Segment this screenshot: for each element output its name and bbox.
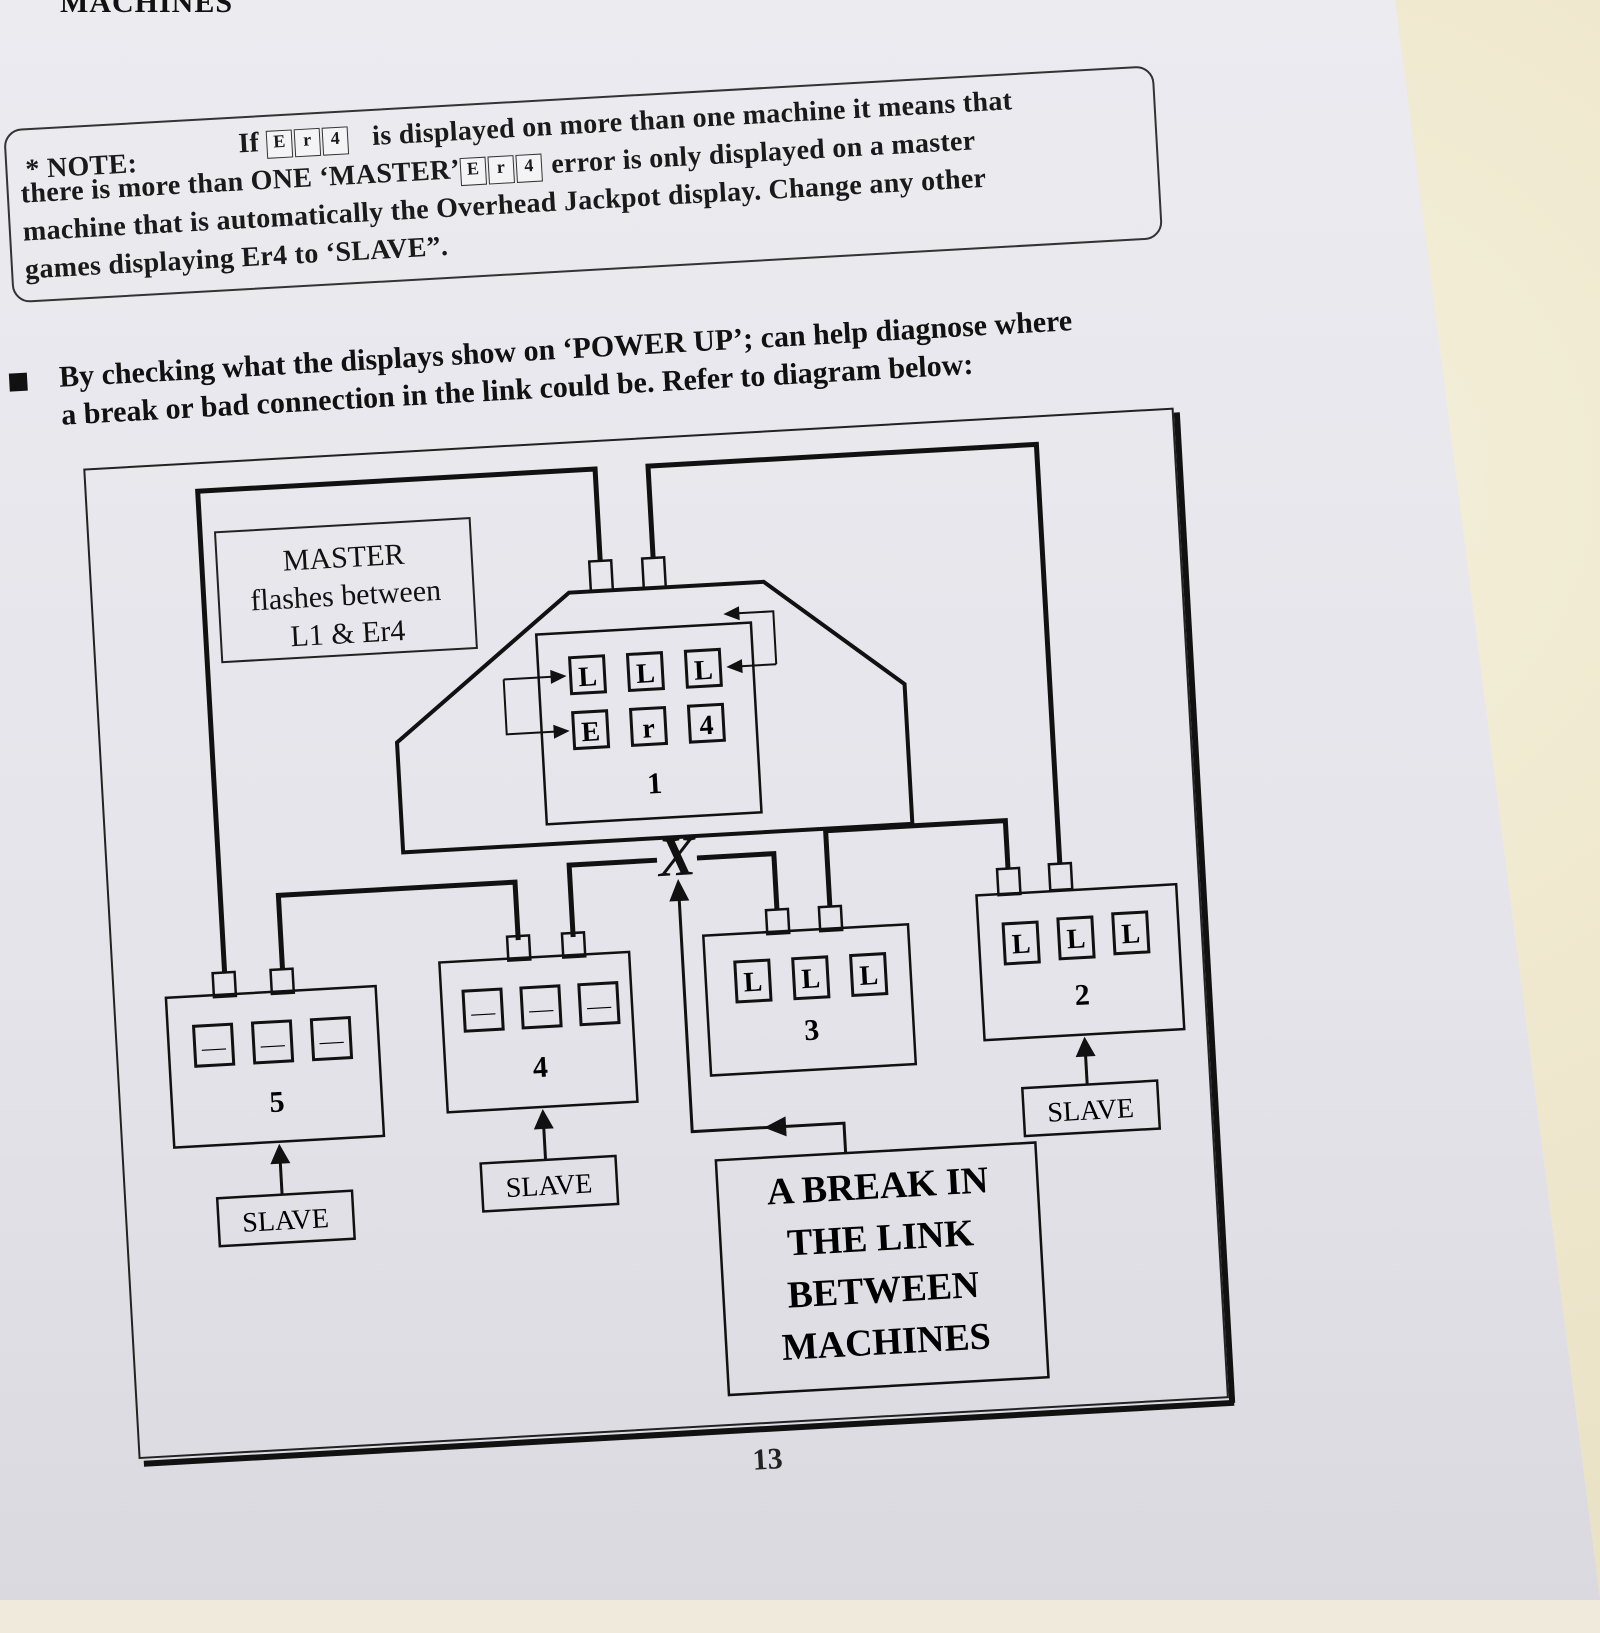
- break-label-line-1: A BREAK IN: [766, 1159, 990, 1213]
- overhead-digit-4: E: [581, 716, 601, 748]
- machine-2-port-b: [1047, 861, 1074, 892]
- machine-5-digit-1: —: [200, 1035, 227, 1062]
- overhead-digit-5: r: [642, 713, 656, 745]
- overhead-port-left: [587, 558, 615, 593]
- cable-3-to-2: [822, 818, 1011, 907]
- machine-3-digit-2: L: [801, 963, 821, 995]
- arrow-up-icon: [270, 1143, 291, 1165]
- machine-3-port-a: [764, 907, 791, 936]
- machine-3-digit-1: L: [743, 967, 763, 999]
- arrow-icon: [726, 659, 743, 674]
- machine-5-port-a: [211, 970, 238, 999]
- master-note-box: [213, 517, 478, 664]
- overhead-number: 1: [646, 767, 663, 801]
- diagram-frame: [83, 407, 1229, 1460]
- overhead-digit-6: 4: [699, 710, 715, 742]
- arrow-icon: [550, 669, 567, 684]
- break-mark: X: [654, 825, 698, 889]
- cable-4-to-break: [566, 857, 658, 938]
- arrow-up-icon: [1075, 1036, 1096, 1058]
- flash-loop-left: [502, 679, 562, 736]
- overhead-row-1: L L L: [567, 647, 723, 696]
- break-label-line-3: BETWEEN: [786, 1264, 980, 1317]
- page-header: MACHINES: [60, 0, 234, 19]
- machine-2-number: 2: [1074, 978, 1091, 1012]
- overhead-housing: [394, 579, 915, 855]
- machine-4-role-box: [479, 1154, 620, 1213]
- machine-3-port-b: [817, 904, 844, 933]
- page-number: 13: [751, 1442, 784, 1477]
- cable-5-to-4: [275, 879, 521, 970]
- machine-3-number: 3: [803, 1013, 820, 1047]
- frame-shadow-right: [1173, 412, 1236, 1404]
- machine-5-digit-2: —: [259, 1031, 286, 1058]
- machine-5-port-b: [269, 967, 296, 996]
- frame-shadow-bottom: [143, 1399, 1235, 1467]
- cable-overhead-to-5: [195, 466, 603, 973]
- machine-2-digit-3: L: [1121, 918, 1141, 950]
- machine-4-digit-1: —: [470, 999, 497, 1026]
- flash-loop-right: [735, 610, 778, 665]
- break-label-box: [714, 1141, 1050, 1397]
- machine-3: [701, 922, 918, 1077]
- machine-2-port-a: [995, 866, 1022, 897]
- arrow-up-icon: [533, 1108, 554, 1130]
- overhead-digit-1: L: [577, 661, 597, 693]
- master-note-line-1: MASTER: [282, 538, 405, 578]
- overhead-digit-3: L: [693, 655, 713, 687]
- machine-5-role: SLAVE: [241, 1203, 329, 1239]
- machine-2-digit-2: L: [1066, 923, 1086, 955]
- machine-4-number: 4: [532, 1051, 549, 1085]
- machine-2-role-box: [1020, 1079, 1162, 1138]
- machine-4: [438, 950, 639, 1114]
- machine-4-port-b: [560, 931, 587, 959]
- machine-2: [975, 882, 1186, 1042]
- overhead-port-right: [640, 555, 668, 590]
- machine-5-digit-3: —: [318, 1028, 345, 1055]
- master-note-line-2: flashes between: [250, 574, 442, 618]
- overhead-digit-2: L: [635, 658, 655, 690]
- arrow-icon: [553, 724, 570, 739]
- machine-2-digit-1: L: [1011, 928, 1031, 960]
- machine-4-port-a: [505, 934, 532, 962]
- cable-break-to-3: [696, 851, 780, 910]
- arrow-left-icon: [764, 1116, 787, 1137]
- machine-4-digit-2: —: [527, 996, 554, 1023]
- arrow-icon: [723, 606, 740, 621]
- arrow-up-icon: [669, 879, 690, 902]
- master-note-line-3: L1 & Er4: [290, 614, 407, 653]
- machine-4-digit-3: —: [585, 993, 612, 1020]
- machine-3-digit-3: L: [859, 960, 879, 992]
- machine-5-role-box: [215, 1189, 356, 1248]
- machine-5-number: 5: [269, 1085, 286, 1119]
- overhead-row-2: E r 4: [571, 702, 726, 751]
- break-label-line-2: THE LINK: [786, 1212, 975, 1264]
- overhead-panel: [534, 621, 763, 826]
- cable-overhead-to-2: [645, 441, 1063, 864]
- machine-2-role: SLAVE: [1047, 1093, 1135, 1129]
- machine-4-role: SLAVE: [505, 1168, 593, 1204]
- manual-page: [0, 0, 1600, 1600]
- break-label-line-4: MACHINES: [781, 1315, 992, 1369]
